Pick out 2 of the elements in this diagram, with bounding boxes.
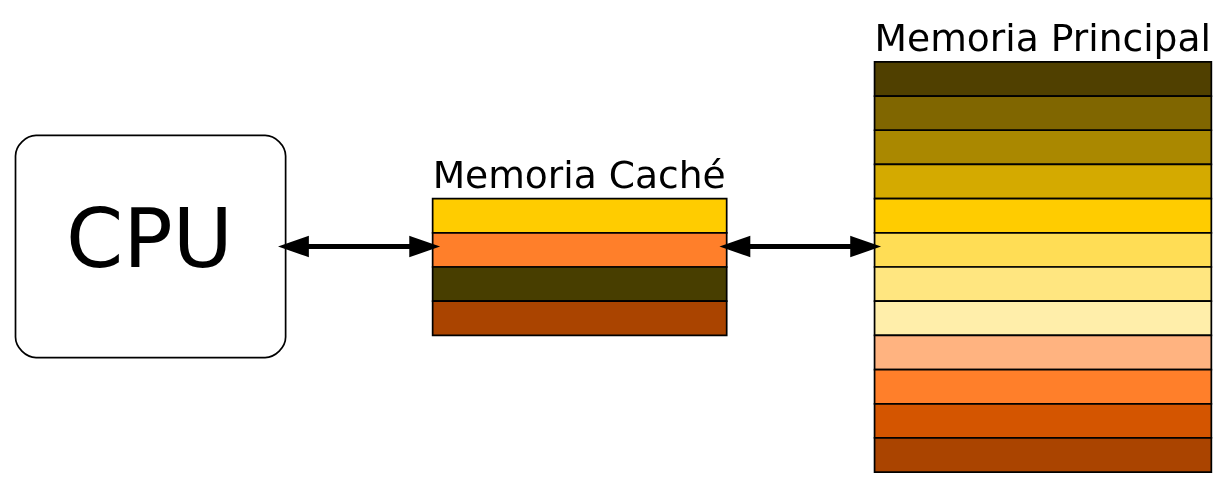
node-label: Memoria Principal [874, 15, 1211, 60]
node-label: Memoria Caché [432, 152, 726, 197]
